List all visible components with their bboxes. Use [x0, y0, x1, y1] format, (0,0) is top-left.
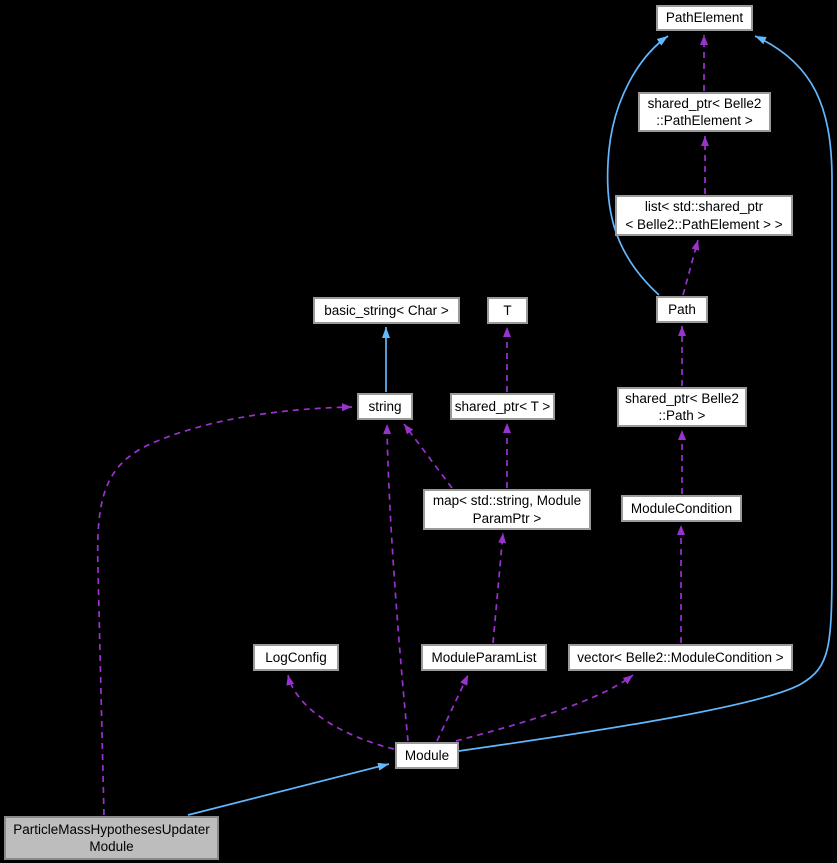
edge-inherit-module-pathelement: [458, 35, 833, 752]
node-logconfig[interactable]: LogConfig: [253, 644, 339, 671]
node-modulecondition[interactable]: ModuleCondition: [621, 495, 742, 522]
node-t[interactable]: T: [487, 297, 528, 324]
edge-usage-moduleparamlist-map: [492, 532, 507, 644]
node-path[interactable]: Path: [656, 296, 708, 323]
edge-usage-module-moduleparamlist: [436, 674, 469, 742]
edge-usage-module-vector: [455, 674, 634, 742]
node-particlemasshypothesesupdatermodule[interactable]: ParticleMassHypothesesUpdater Module: [4, 816, 219, 860]
edge-usage-particlemassupdater-string: [96, 403, 353, 816]
node-shared-ptr-path[interactable]: shared_ptr< Belle2 ::Path >: [617, 387, 747, 427]
node-basic-string[interactable]: basic_string< Char >: [313, 297, 460, 324]
node-vector-modulecondition[interactable]: vector< Belle2::ModuleCondition >: [568, 644, 793, 671]
edge-inherit-path-pathelement: [606, 35, 669, 296]
node-moduleparamlist[interactable]: ModuleParamList: [421, 644, 547, 671]
node-pathelement[interactable]: PathElement: [656, 5, 753, 31]
node-map-moduleparamptr[interactable]: map< std::string, Module ParamPtr >: [423, 489, 591, 530]
node-shared-ptr-pathelement[interactable]: shared_ptr< Belle2 ::PathElement >: [638, 92, 771, 132]
edge-inherit-particlemassupdater-module: [187, 762, 390, 816]
edge-usage-path-list: [682, 239, 700, 296]
node-shared-ptr-t[interactable]: shared_ptr< T >: [450, 393, 555, 420]
node-module[interactable]: Module: [395, 742, 459, 769]
node-list-shared-ptr[interactable]: list< std::shared_ptr < Belle2::PathElem…: [615, 195, 793, 236]
edge-usage-map-string: [403, 423, 453, 489]
node-string[interactable]: string: [357, 393, 413, 420]
edge-usage-module-logconfig: [286, 674, 395, 750]
edge-usage-module-string: [383, 423, 409, 742]
